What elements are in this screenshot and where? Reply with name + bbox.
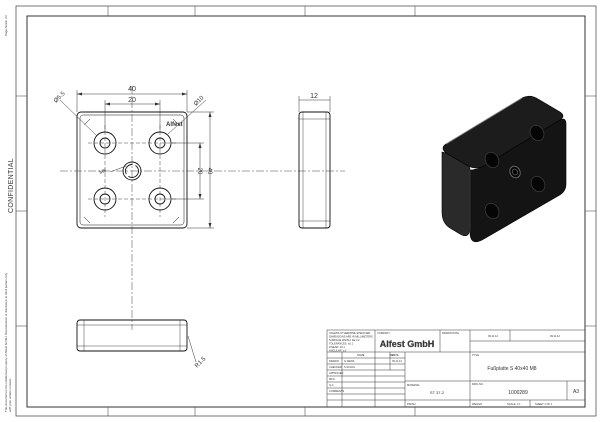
side-view bbox=[298, 111, 331, 229]
company-name: Alfest GmbH bbox=[380, 339, 435, 349]
dim-thread: M8 bbox=[99, 168, 108, 176]
revision-date: 09.11.12 bbox=[550, 334, 560, 338]
material-label: MATERIAL bbox=[407, 383, 420, 387]
comments-label: COMMENTS bbox=[329, 389, 344, 393]
svg-text:UNLESS OTHERWISE SPECIFIED:: UNLESS OTHERWISE SPECIFIED: bbox=[329, 331, 371, 335]
drawn-value: G.WENK bbox=[344, 359, 355, 363]
iso-left-face bbox=[441, 151, 471, 237]
approved-label: APPROVED bbox=[329, 371, 344, 375]
centerlines bbox=[60, 86, 345, 330]
size-value: A3 bbox=[573, 389, 579, 395]
dwg-no-label: DWG NO. bbox=[472, 382, 484, 386]
name-header: NAME bbox=[357, 353, 365, 357]
svg-text:TOLERANCES: ±0.1: TOLERANCES: ±0.1 bbox=[329, 342, 354, 346]
bottom-view-outline bbox=[76, 319, 188, 352]
qa-label: Q.A bbox=[329, 383, 334, 387]
dwg-no-value: 1000289 bbox=[508, 390, 528, 396]
sheet-inner-border bbox=[26, 15, 586, 408]
company-label: COMPANY bbox=[377, 331, 390, 335]
checked-label: CHECKED bbox=[329, 365, 342, 369]
page-scale-note: Page-Scale: A3 bbox=[4, 15, 8, 36]
iso-center-thread bbox=[509, 165, 521, 179]
svg-text:DIMENSIONS ARE IN MILLIMETERS: DIMENSIONS ARE IN MILLIMETERS bbox=[329, 335, 373, 339]
mfg-label: MFG bbox=[329, 377, 335, 381]
bottom-view bbox=[76, 319, 188, 352]
drawn-label: DRAWN bbox=[329, 359, 339, 363]
title-label: TITLE bbox=[472, 353, 479, 357]
title-block bbox=[326, 329, 586, 408]
dim-thickness: 12 bbox=[310, 93, 318, 100]
sheet-label: SHEET 1 OF 1 bbox=[535, 402, 553, 406]
title-value: Fußplatte S 40x40 M8 bbox=[487, 366, 536, 372]
dim-edge-radius: R1.5 bbox=[194, 356, 208, 370]
weight-label: WEIGHT bbox=[472, 402, 483, 406]
tolerance-notes: UNLESS OTHERWISE SPECIFIED: DIMENSIONS A… bbox=[329, 331, 373, 352]
scale-label: SCALE: 1:1 bbox=[507, 402, 521, 406]
dim-height-b: 40 bbox=[206, 168, 212, 175]
zone-ticks bbox=[16, 6, 596, 416]
iso-holes bbox=[484, 124, 546, 220]
rev-header: REV bbox=[390, 353, 396, 357]
finish-label: FINISH bbox=[407, 402, 416, 406]
side-view-outline bbox=[298, 111, 331, 229]
svg-text:ANGULAR: ±1°: ANGULAR: ±1° bbox=[329, 348, 347, 352]
date-header: DATE bbox=[392, 353, 399, 357]
date-value: 09.11.12 bbox=[488, 334, 498, 338]
svg-text:SURFACE FINISH: Ra 3.2: SURFACE FINISH: Ra 3.2 bbox=[329, 338, 360, 342]
legal-notice: This document is the intellectual proper… bbox=[4, 272, 12, 412]
drawn-date: 09.11.12 bbox=[392, 359, 402, 363]
front-dimension-lines bbox=[59, 90, 214, 363]
side-thickness-dimension bbox=[298, 96, 331, 112]
material-value: ST 37-2 bbox=[430, 390, 445, 395]
confidential-label: CONFIDENTIAL bbox=[8, 158, 15, 213]
drawn-with-label: DRAWN WITH bbox=[442, 331, 459, 335]
engraving-label: Alfest bbox=[166, 122, 183, 128]
checked-value: S.SCHUL bbox=[344, 365, 356, 369]
dim-height-a: 20 bbox=[196, 168, 202, 175]
dim-hole-dia: Ø5.5 bbox=[53, 91, 67, 105]
svg-text:LINEAR: ±0.1: LINEAR: ±0.1 bbox=[329, 345, 345, 349]
dim-width-overall: 40 bbox=[128, 86, 136, 93]
dim-hole-pitch: 20 bbox=[128, 97, 136, 104]
dimension-arrows bbox=[77, 92, 212, 228]
isometric-view bbox=[441, 95, 567, 243]
